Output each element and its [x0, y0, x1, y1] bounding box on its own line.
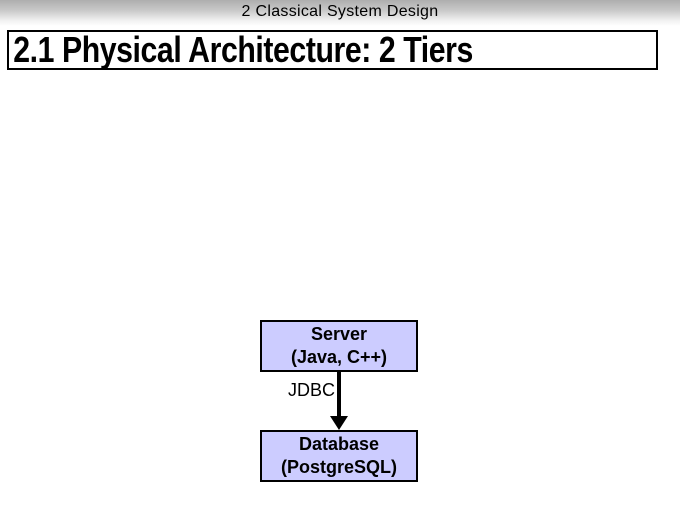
slide-header-text: 2 Classical System Design: [241, 3, 439, 20]
slide-title-box: 2.1 Physical Architecture: 2 Tiers: [7, 30, 658, 70]
server-node: Server (Java, C++): [260, 320, 418, 372]
slide-title-text: 2.1 Physical Architecture: 2 Tiers: [13, 30, 473, 70]
database-node-subtitle: (PostgreSQL): [280, 457, 397, 477]
edge-label-jdbc: JDBC: [287, 380, 335, 400]
database-node-title: Database: [298, 434, 380, 454]
server-node-title: Server: [310, 324, 368, 344]
down-arrow-head-icon: [330, 416, 348, 430]
slide-header-bar: 2 Classical System Design: [0, 0, 680, 26]
down-arrow-line: [337, 372, 341, 418]
database-node: Database (PostgreSQL): [260, 430, 418, 482]
server-node-subtitle: (Java, C++): [290, 347, 388, 367]
